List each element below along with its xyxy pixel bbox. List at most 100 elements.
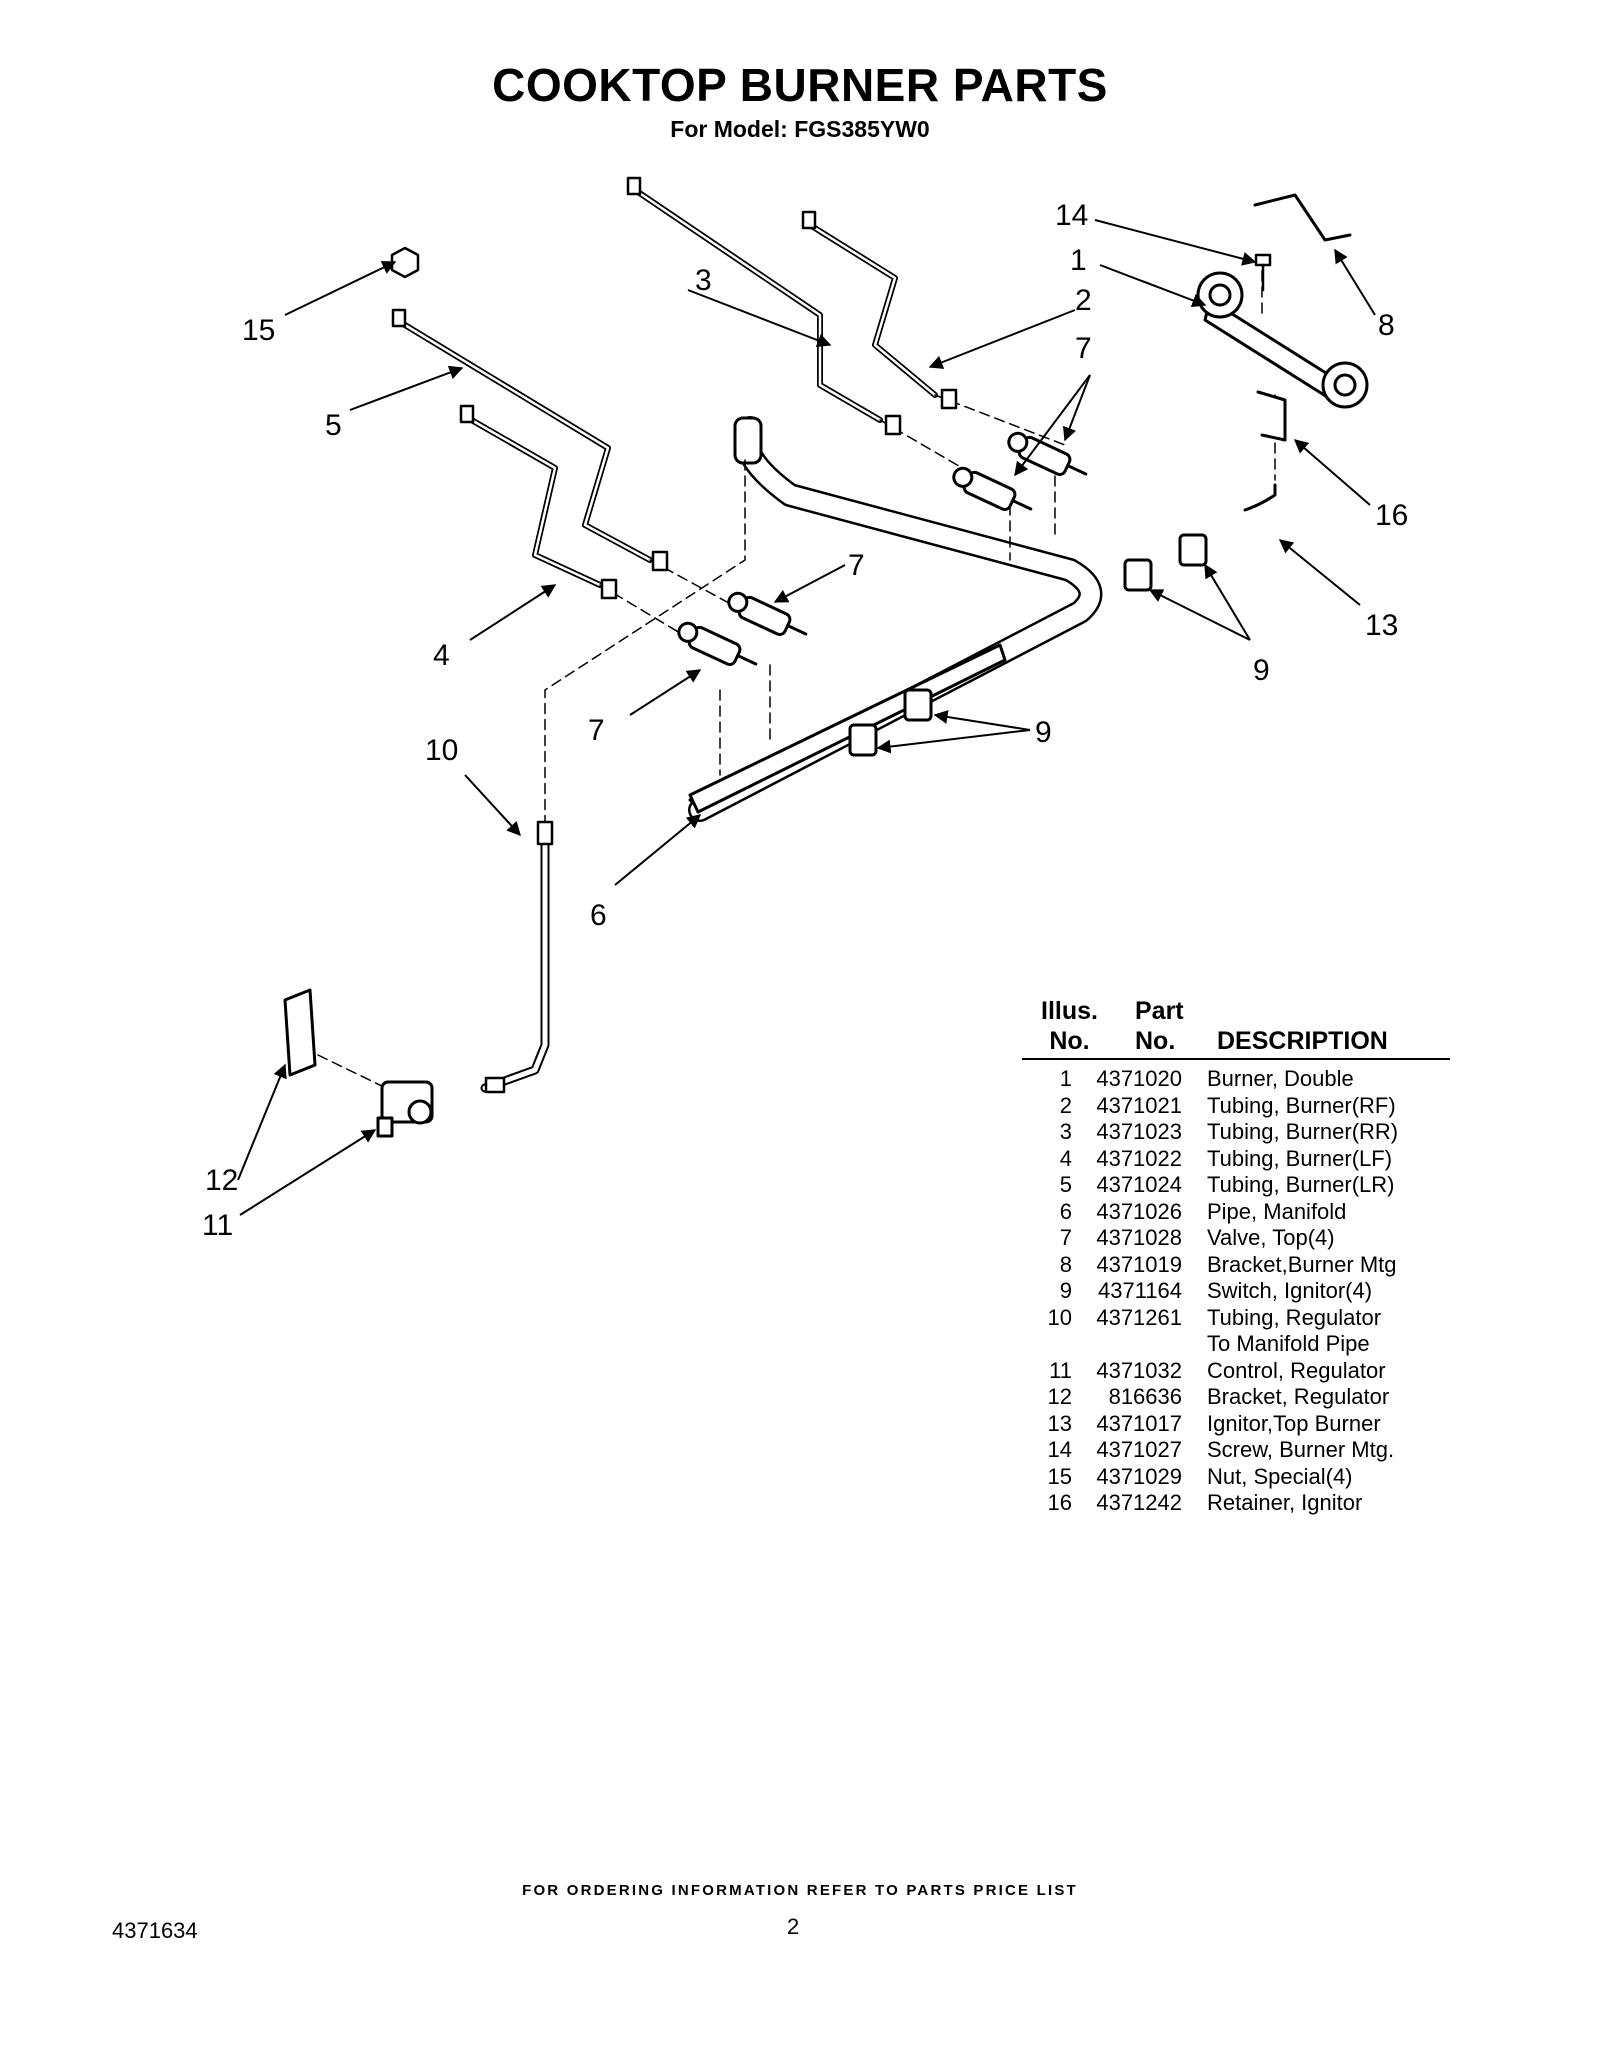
header-illus-no: Illus. No. <box>1041 997 1098 1055</box>
part-no-cell: 4371164 <box>1097 1278 1182 1303</box>
description-cell: Retainer, Ignitor <box>1207 1490 1363 1515</box>
regulator-control <box>376 1080 434 1138</box>
part-no-cell: 4371017 <box>1096 1410 1182 1436</box>
manifold-end-cap <box>733 416 763 465</box>
callout-9b: 9 <box>1035 716 1052 749</box>
description-cell: Pipe, Manifold <box>1207 1198 1347 1224</box>
top-valves <box>677 431 1088 666</box>
part-no-cell: 4371020 <box>1096 1066 1182 1091</box>
callout-15: 15 <box>242 314 275 347</box>
illus-no-cell: 10 <box>1047 1304 1072 1330</box>
burner-screw <box>1254 253 1272 292</box>
manifold-bracket-bar <box>688 643 1007 814</box>
description-cell: Bracket,Burner Mtg <box>1207 1251 1397 1277</box>
description-cell: Switch, Ignitor(4) <box>1207 1278 1373 1303</box>
header-description: DESCRIPTION <box>1217 1027 1388 1055</box>
illus-no-cell: 5 <box>1059 1172 1072 1197</box>
illus-no-cell: 6 <box>1059 1198 1072 1224</box>
part-no-cell: 4371261 <box>1096 1304 1182 1330</box>
callout-7c: 7 <box>588 714 605 747</box>
illus-no-cell: 2 <box>1059 1092 1072 1118</box>
header-part-no: Part No. <box>1135 997 1184 1055</box>
tubing-burner-rr <box>632 187 883 423</box>
part-no-cell: 4371021 <box>1096 1092 1182 1118</box>
callout-10: 10 <box>425 734 458 767</box>
illus-no-cell: 15 <box>1047 1463 1072 1489</box>
burner-mounting-bracket <box>1253 193 1352 242</box>
model-subtitle: For Model: FGS385YW0 <box>670 116 930 142</box>
ordering-note: FOR ORDERING INFORMATION REFER TO PARTS … <box>522 1882 1078 1899</box>
table-row: 10 4371261 Tubing, Regulator <box>1022 1305 1452 1332</box>
page-title: COOKTOP BURNER PARTS <box>492 59 1108 111</box>
illus-no-cell: 7 <box>1059 1225 1072 1250</box>
header-rule <box>1022 1058 1450 1060</box>
exploded-parts-diagram: 14 1 2 3 7 8 15 5 16 7 13 4 9 7 9 10 6 1… <box>202 176 1408 1242</box>
callout-3: 3 <box>695 264 712 297</box>
document-number: 4371634 <box>112 1918 198 1943</box>
part-no-cell: 4371022 <box>1096 1145 1182 1171</box>
tubing-burner-lf <box>465 415 603 588</box>
table-header: Illus. No. Part No. DESCRIPTION <box>1022 996 1452 1056</box>
parts-table: Illus. No. Part No. DESCRIPTION 1 4371020… <box>1022 996 1452 1517</box>
illus-no-cell: 14 <box>1047 1437 1072 1462</box>
table-row: 1 4371020 Burner, Double <box>1022 1066 1452 1093</box>
description-cell: Bracket, Regulator <box>1207 1384 1390 1409</box>
illus-no-cell: 13 <box>1047 1410 1072 1436</box>
callout-5: 5 <box>325 409 342 442</box>
part-no-cell: 4371028 <box>1096 1225 1182 1250</box>
table-row: 6 4371026 Pipe, Manifold <box>1022 1199 1452 1226</box>
description-cell: Ignitor,Top Burner <box>1207 1410 1381 1436</box>
callout-2: 2 <box>1075 284 1092 317</box>
description-cell: Nut, Special(4) <box>1207 1463 1353 1489</box>
table-row: To Manifold Pipe <box>1022 1331 1452 1358</box>
callout-7a: 7 <box>1075 332 1092 365</box>
part-no-cell: 4371026 <box>1096 1198 1182 1224</box>
callout-9a: 9 <box>1253 654 1270 687</box>
part-no-cell: 4371027 <box>1096 1437 1182 1462</box>
part-no-cell: 4371023 <box>1096 1119 1182 1144</box>
callout-1: 1 <box>1070 244 1087 277</box>
illus-no-cell: 16 <box>1047 1490 1072 1515</box>
illus-no-cell: 11 <box>1049 1357 1072 1383</box>
part-no-cell: 4371029 <box>1096 1463 1182 1489</box>
callout-11: 11 <box>202 1209 233 1242</box>
table-row: 8 4371019 Bracket,Burner Mtg <box>1022 1252 1452 1279</box>
description-cell: Screw, Burner Mtg. <box>1207 1437 1395 1462</box>
description-cell: Burner, Double <box>1207 1066 1354 1091</box>
description-cell: To Manifold Pipe <box>1207 1331 1370 1356</box>
ignitor-retainer <box>1256 390 1287 442</box>
description-cell: Tubing, Regulator <box>1207 1304 1382 1330</box>
callout-8: 8 <box>1378 309 1395 342</box>
callout-14: 14 <box>1055 199 1088 232</box>
part-no-cell: 4371024 <box>1096 1172 1182 1197</box>
callout-16: 16 <box>1375 499 1408 532</box>
callout-13: 13 <box>1365 609 1398 642</box>
illus-no-cell: 1 <box>1059 1066 1072 1091</box>
double-burner <box>1196 271 1369 409</box>
table-row: 7 4371028 Valve, Top(4) <box>1022 1225 1452 1252</box>
illus-no-cell: 4 <box>1059 1145 1072 1171</box>
description-cell: Valve, Top(4) <box>1207 1225 1335 1250</box>
illus-no-cell: 8 <box>1059 1251 1072 1277</box>
callout-6: 6 <box>590 899 607 932</box>
description-cell: Tubing, Burner(LR) <box>1207 1172 1395 1197</box>
part-no-cell: 4371019 <box>1096 1251 1182 1277</box>
part-no-cell: 4371032 <box>1096 1357 1182 1383</box>
callout-12: 12 <box>205 1164 238 1197</box>
ignitor-switches <box>848 533 1208 757</box>
part-no-cell: 816636 <box>1108 1384 1182 1409</box>
table-row: 5 4371024 Tubing, Burner(LR) <box>1022 1172 1452 1199</box>
description-cell: Tubing, Burner(RR) <box>1207 1119 1399 1144</box>
callout-7b: 7 <box>848 549 865 582</box>
top-burner-ignitor <box>1243 483 1277 512</box>
tubing-burner-lr <box>397 319 653 563</box>
tubing-burner-rf <box>807 222 938 398</box>
illus-no-cell: 12 <box>1047 1384 1072 1409</box>
